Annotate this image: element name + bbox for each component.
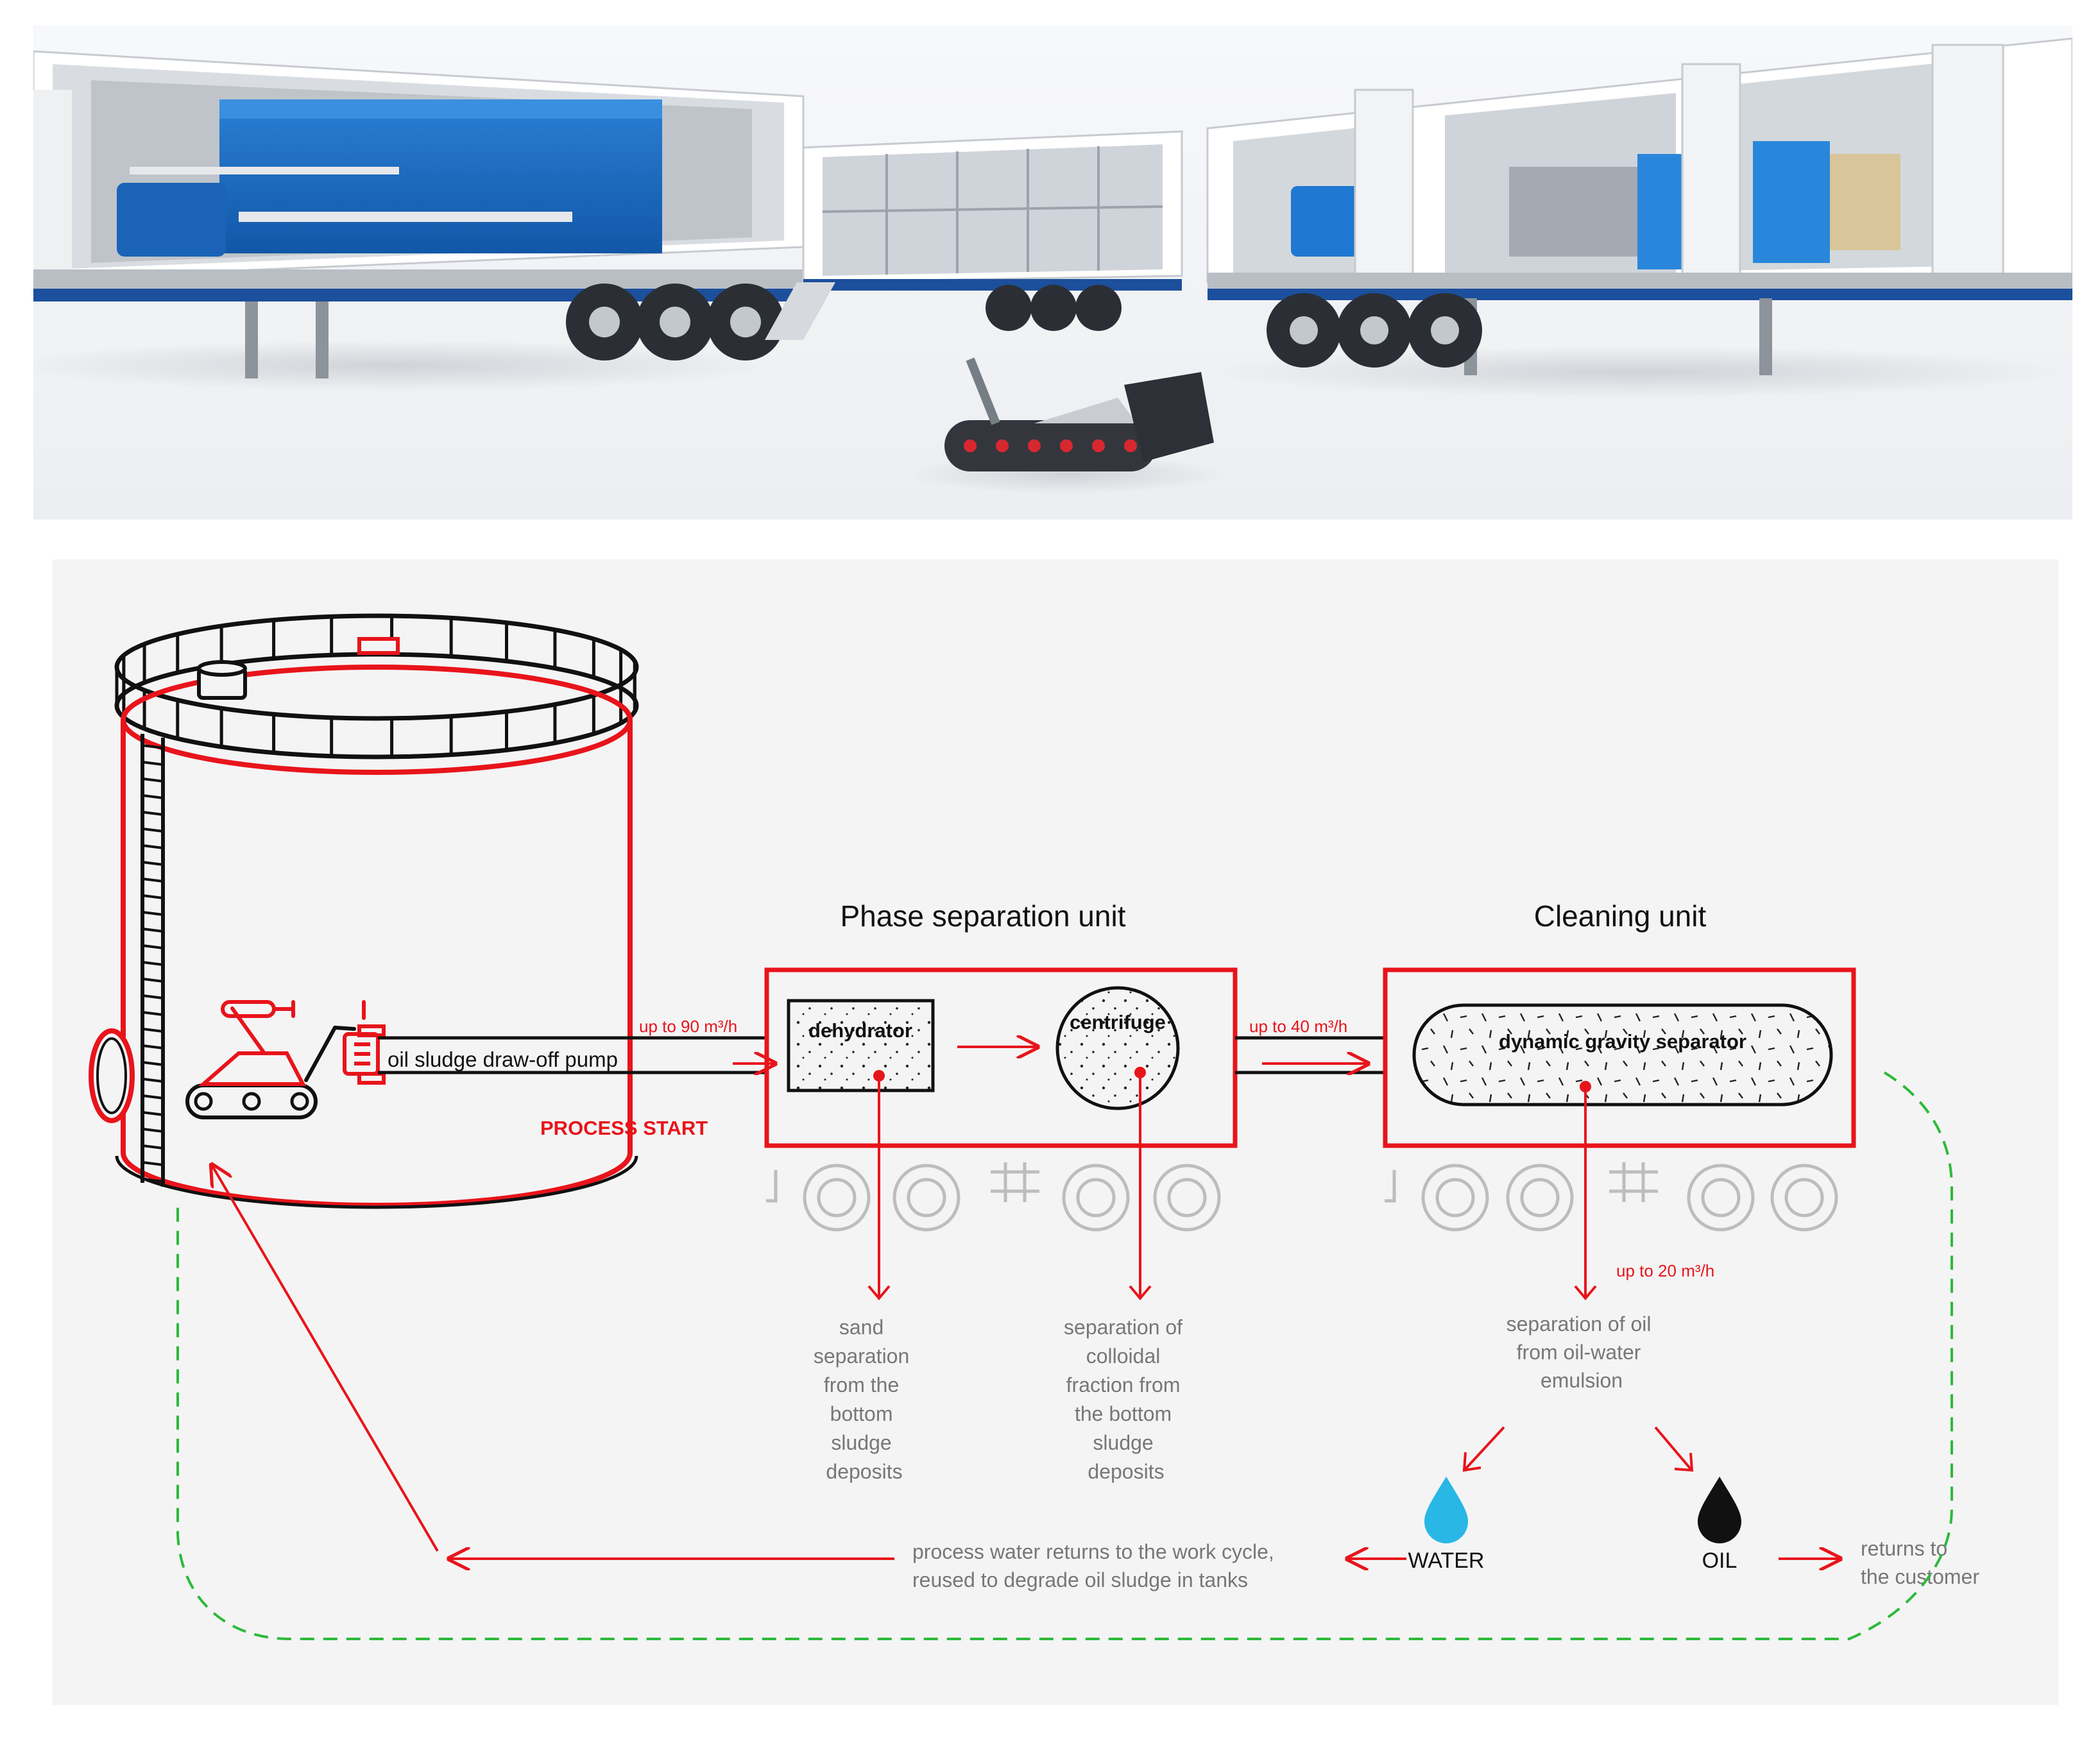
centrifuge-label: centrifuge <box>1070 1011 1166 1033</box>
centrifuge-outlet <box>1129 1067 1152 1301</box>
middle-trailer <box>765 130 1183 340</box>
separator-label: dynamic gravity separator <box>1499 1030 1746 1053</box>
water-label: WATER <box>1408 1548 1485 1573</box>
separator-vessel <box>1412 1003 1833 1107</box>
equipment-illustration <box>33 26 2072 520</box>
cleaning-unit-title: Cleaning unit <box>1534 899 1707 933</box>
cleaning-unit-box <box>1383 967 1856 1148</box>
dehydrator-outlet <box>867 1070 891 1301</box>
right-trailer <box>1201 37 2072 398</box>
oil-separation-rate: up to 20 m³/h <box>1616 1261 1714 1280</box>
oil-drop-icon <box>1698 1477 1741 1543</box>
inlet-pipe <box>378 1036 767 1074</box>
oil-label: OIL <box>1702 1548 1737 1573</box>
separator-outlet <box>1574 1081 1597 1301</box>
water-drop-icon <box>1424 1477 1468 1543</box>
dehydrator-box <box>787 999 935 1092</box>
back-into-tank-arrow <box>212 1165 439 1552</box>
left-trailer <box>33 50 805 391</box>
oil-emulsion-note: separation of oil from oil-water emulsio… <box>1507 1312 1657 1392</box>
transfer-rate: up to 40 m³/h <box>1249 1017 1347 1036</box>
tracked-robot <box>906 357 1227 494</box>
phase-unit-wheels <box>766 1162 1221 1232</box>
recirculation-loop <box>176 1071 1953 1640</box>
cleaning-unit-wheels <box>1385 1162 1838 1232</box>
crawler-robot-icon <box>185 1000 366 1119</box>
phase-unit-title: Phase separation unit <box>841 899 1126 933</box>
process-diagram: oil sludge draw-off pump up to 90 m³/h P… <box>53 559 2058 1705</box>
customer-note: returns to the customer <box>1861 1537 1979 1588</box>
pump-label: oil sludge draw-off pump <box>388 1048 618 1071</box>
phase-unit-box <box>764 967 1238 1148</box>
process-start-label: PROCESS START <box>540 1117 708 1139</box>
inflow-rate: up to 90 m³/h <box>639 1017 737 1036</box>
water-return-note: process water returns to the work cycle,… <box>912 1540 1280 1591</box>
colloidal-separation-note: separation of colloidal fraction from th… <box>1064 1316 1188 1483</box>
storage-tank <box>89 613 639 1209</box>
branch-arrows <box>1462 1426 1694 1472</box>
dehydrator-label: dehydrator <box>808 1019 912 1042</box>
sand-separation-note: sand separation from the bottom sludge d… <box>814 1316 915 1483</box>
centrifuge-drum <box>1055 986 1180 1110</box>
diagram-panel <box>53 559 2058 1705</box>
pump-icon <box>343 1024 386 1085</box>
